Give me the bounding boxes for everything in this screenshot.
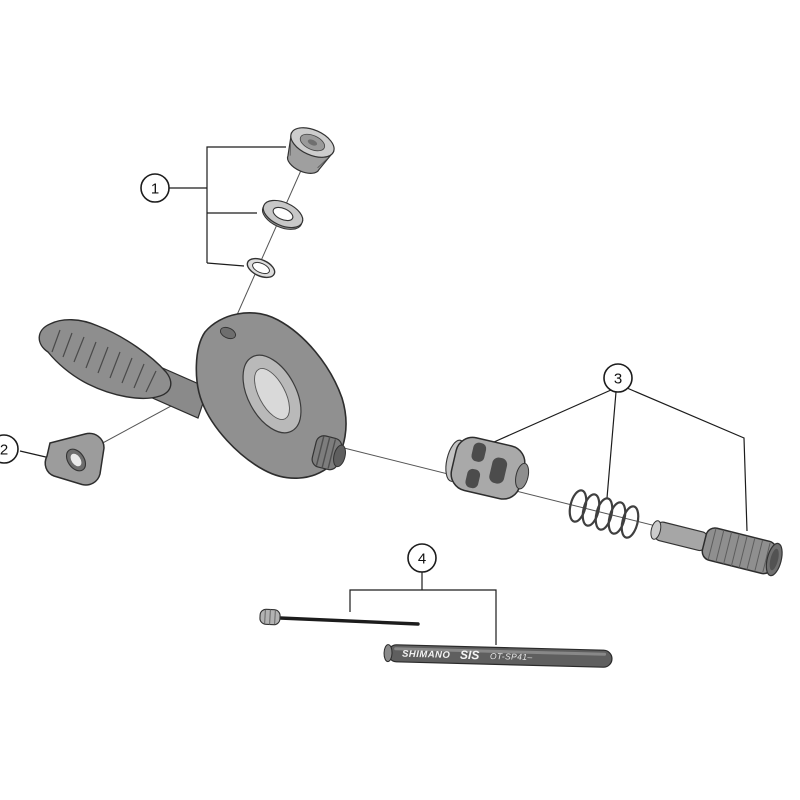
leader-line xyxy=(206,262,245,267)
ribbed-boot xyxy=(311,435,346,471)
cable-head xyxy=(259,608,281,626)
casing-brand-text: SHIMANO xyxy=(402,649,451,661)
leader-line xyxy=(493,389,612,443)
callout-1: 1 xyxy=(140,173,170,203)
casing-sis-text: SIS xyxy=(460,648,480,663)
callout-4-label: 4 xyxy=(418,551,426,568)
callout-2: 2 xyxy=(0,434,19,464)
cable-wire xyxy=(278,616,420,626)
clamp-nut xyxy=(44,432,105,486)
lever-grip-hatching xyxy=(51,329,157,393)
flat-washer xyxy=(261,199,304,230)
callout-1-circle xyxy=(140,173,170,203)
outer-casing: SHIMANO SIS OT-SP41– xyxy=(383,644,613,668)
knurling xyxy=(707,528,771,573)
adjuster-cage xyxy=(445,436,530,500)
callout-4: 4 xyxy=(407,543,437,573)
o-ring xyxy=(246,257,276,279)
leader-line xyxy=(606,391,617,499)
callout-3: 3 xyxy=(603,363,633,393)
clamp-bolt-cap xyxy=(286,127,335,174)
casing-model-text: OT-SP41– xyxy=(490,651,533,662)
callout-1-label: 1 xyxy=(151,181,159,198)
body-socket xyxy=(219,326,237,340)
leader-line xyxy=(206,146,286,263)
leader-line xyxy=(349,589,497,645)
coil-spring xyxy=(568,489,640,539)
callout-3-label: 3 xyxy=(614,371,622,388)
leader-line xyxy=(626,387,748,532)
barrel-adjuster xyxy=(650,520,783,577)
inner-cable xyxy=(259,608,420,626)
leader-line xyxy=(19,450,51,459)
callout-3-circle xyxy=(603,363,633,393)
body-oval-inner xyxy=(254,368,290,420)
assembly-axis-lines xyxy=(85,131,781,558)
callout-2-circle xyxy=(0,434,19,464)
leader-lines xyxy=(19,146,748,645)
shift-lever-assembly xyxy=(38,312,347,480)
callout-4-circle xyxy=(407,543,437,573)
callout-2-label: 2 xyxy=(0,442,8,459)
